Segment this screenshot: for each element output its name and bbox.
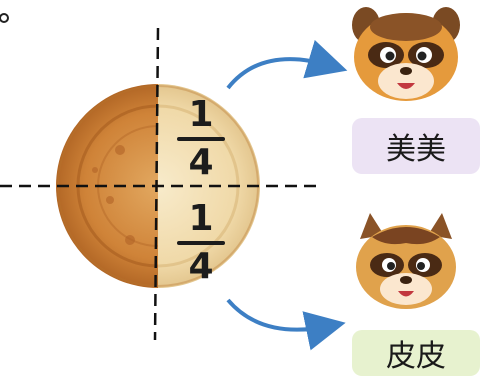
raccoon-face-icon <box>352 7 460 101</box>
fraction-bottom-bar <box>177 241 225 245</box>
fraction-bottom: 1 4 <box>171 200 231 286</box>
vertical-cut-line <box>153 27 160 341</box>
fraction-bottom-numerator: 1 <box>188 198 214 239</box>
squirrel-face-icon <box>356 213 456 309</box>
name-tag-pipi: 皮皮 <box>352 330 480 376</box>
fraction-top-numerator: 1 <box>188 94 214 135</box>
fraction-bottom-denominator: 4 <box>188 246 214 287</box>
fraction-top: 1 4 <box>171 96 231 182</box>
corner-mark <box>0 13 9 23</box>
name-tag-pipi-text: 皮皮 <box>386 339 446 374</box>
arrow-to-pipi <box>226 298 346 351</box>
name-tag-meimei-text: 美美 <box>386 132 446 167</box>
name-tag-meimei: 美美 <box>352 118 480 174</box>
mooncake-right-half <box>158 84 260 288</box>
fraction-top-bar <box>177 137 225 141</box>
arrow-to-meimei <box>226 39 348 90</box>
fraction-top-denominator: 4 <box>188 142 214 183</box>
